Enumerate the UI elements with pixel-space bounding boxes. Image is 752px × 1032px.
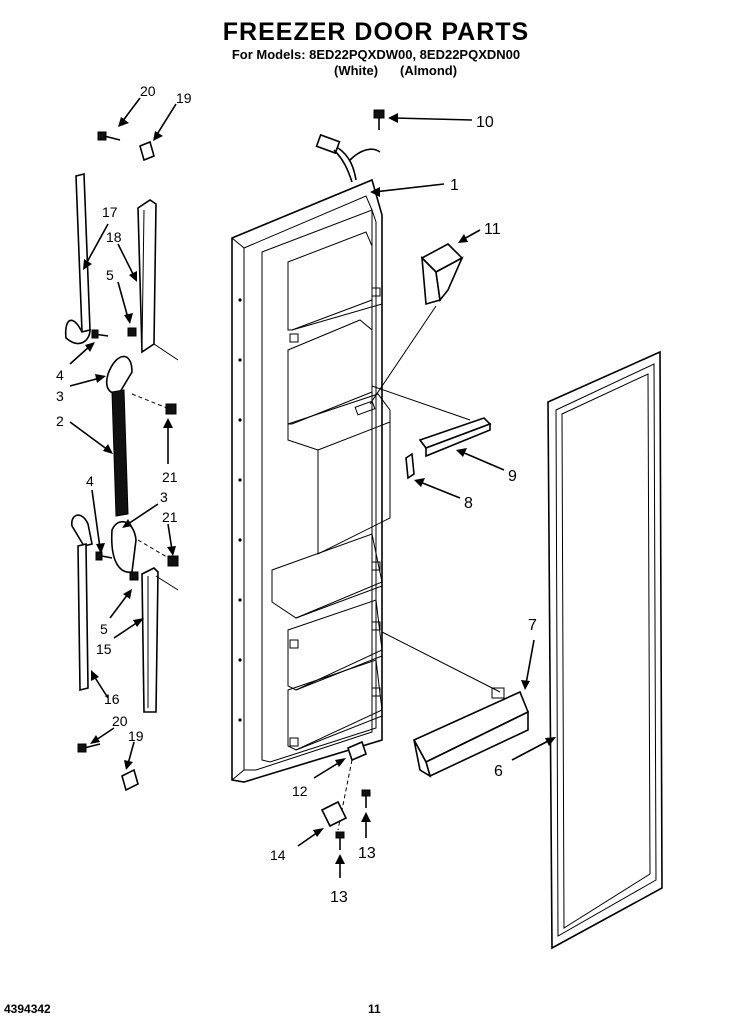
callout-18: 18 [106, 229, 122, 245]
door-bin [381, 631, 530, 778]
color-white-label: (White) [334, 63, 379, 78]
lower-hinge-parts [320, 740, 371, 850]
callout-13a: 13 [358, 845, 376, 862]
callout-21a: 21 [162, 469, 178, 485]
callout-3b: 3 [160, 489, 168, 505]
callout-6: 6 [494, 763, 503, 780]
callout-2: 2 [56, 413, 64, 429]
callout-leaders [69, 97, 556, 878]
callout-14: 14 [270, 847, 286, 863]
callout-15: 15 [96, 641, 112, 657]
page-title: FREEZER DOOR PARTS [222, 18, 530, 46]
callout-7: 7 [528, 617, 537, 634]
model-numbers: For Models: 8ED22PQXDW00, 8ED22PQXDN00 [231, 47, 521, 62]
callout-17: 17 [102, 204, 118, 220]
callout-11: 11 [484, 221, 501, 238]
callout-20a: 20 [140, 83, 156, 99]
callout-20b: 20 [112, 713, 128, 729]
callout-19b: 19 [128, 728, 144, 744]
freezer-door-panel [231, 178, 391, 783]
callout-13b: 13 [330, 889, 348, 906]
callout-5b: 5 [100, 621, 108, 637]
callout-1: 1 [450, 177, 459, 194]
door-screw-dots [238, 298, 242, 722]
callout-3a: 3 [56, 388, 64, 404]
callout-5a: 5 [106, 267, 114, 283]
callout-16: 16 [104, 691, 120, 707]
document-number: 4394342 [4, 1002, 51, 1016]
screw-10 [373, 109, 385, 130]
wiring-harness [315, 133, 381, 183]
callout-10: 10 [476, 114, 494, 131]
callout-12: 12 [292, 783, 308, 799]
callout-8: 8 [464, 495, 473, 512]
callout-4b: 4 [86, 473, 94, 489]
ice-chute [369, 243, 464, 405]
bracket-8 [405, 452, 415, 480]
color-almond-label: (Almond) [400, 63, 458, 78]
callout-21b: 21 [162, 509, 178, 525]
callout-4a: 4 [56, 367, 64, 383]
handle-and-trim-parts [64, 131, 179, 792]
retainer-bar [371, 385, 492, 458]
callout-9: 9 [508, 468, 517, 485]
page-number: 11 [368, 1002, 381, 1016]
callout-19a: 19 [176, 90, 192, 106]
door-gasket [547, 350, 663, 950]
callout-numbers: 1 10 11 9 8 7 6 12 14 13 13 20 19 17 18 … [56, 83, 537, 906]
